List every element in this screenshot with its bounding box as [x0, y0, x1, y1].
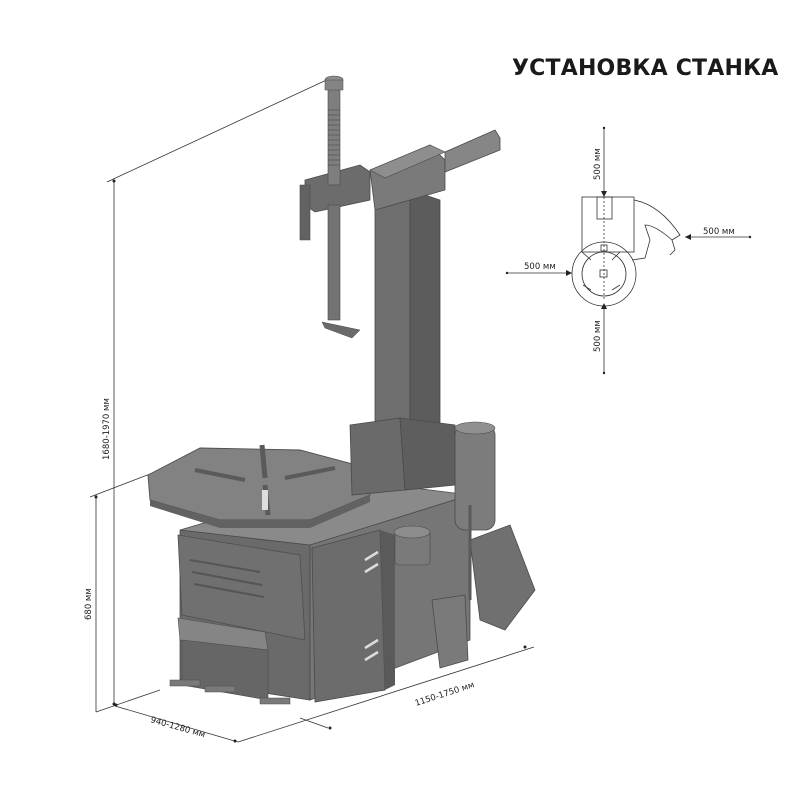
clearance-bottom-label: 500 мм [593, 320, 603, 352]
clearance-right-label: 500 мм [703, 227, 735, 237]
clearance-arrowheads [505, 126, 752, 375]
tire-changer-machine [147, 75, 536, 705]
dimension-lines [89, 76, 535, 743]
total-height-label: 1680-1970 мм [102, 398, 112, 460]
depth-label: 940-1280 мм [149, 715, 206, 740]
page-title: УСТАНОВКА СТАНКА [512, 56, 779, 81]
clearance-top-label: 500 мм [593, 148, 603, 180]
dimension-arrowheads [94, 179, 527, 743]
clearance-left-label: 500 мм [524, 262, 556, 272]
clearance-plan [507, 128, 750, 373]
width-label: 1150-1750 мм [414, 680, 476, 709]
table-height-label: 680 мм [84, 588, 94, 620]
